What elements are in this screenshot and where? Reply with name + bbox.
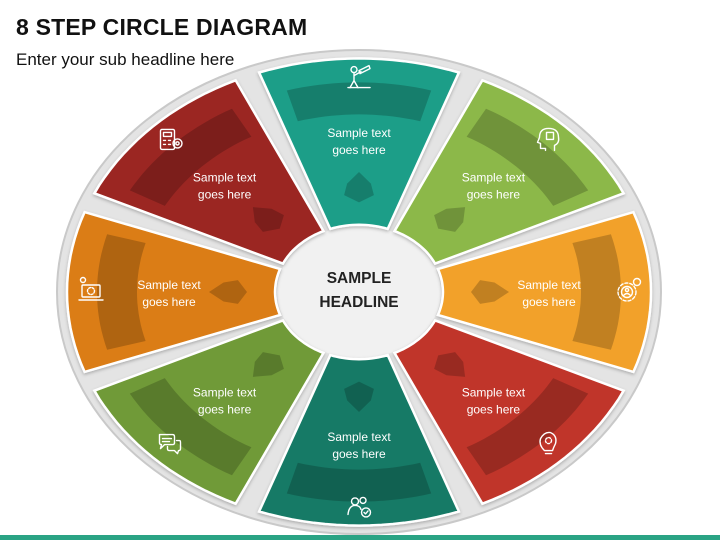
step-3-arc-band [572, 234, 621, 350]
step-2: Sample text goes here [392, 78, 626, 266]
head-chip-icon [536, 127, 560, 152]
gear-people-icon [617, 277, 642, 302]
step-3-arrow [471, 280, 509, 304]
step-4-arc-band [466, 378, 589, 476]
step-7-text-line2: goes here [142, 295, 196, 309]
step-7-arc-band [97, 234, 146, 350]
step-2-wedge [392, 78, 626, 266]
step-6-text-line1: Sample text [193, 386, 257, 400]
step-8-wedge [92, 78, 326, 266]
center-headline-line2: HEADLINE [319, 294, 398, 311]
step-4-text-line2: goes here [467, 403, 521, 417]
step-5: Sample text goes here [257, 353, 461, 527]
step-7-wedge [65, 210, 282, 374]
step-1-text-line2: goes here [332, 143, 386, 157]
step-1-wedge [257, 57, 461, 231]
center-headline-line1: SAMPLE [327, 270, 392, 287]
person-telescope-icon [347, 64, 371, 89]
step-4-text-line1: Sample text [462, 386, 526, 400]
step-6-text-line2: goes here [198, 403, 252, 417]
step-3-text-line2: goes here [522, 295, 576, 309]
step-7-arrow [209, 280, 247, 304]
step-8: Sample text goes here [92, 78, 326, 266]
step-2-text-line2: goes here [467, 188, 521, 202]
step-4-wedge [392, 318, 626, 506]
step-6-arc-band [129, 378, 252, 476]
step-1-arc-band [286, 82, 432, 122]
step-3: Sample text goes here [436, 210, 653, 374]
step-7-text-line1: Sample text [137, 278, 201, 292]
page-title: 8 STEP CIRCLE DIAGRAM [16, 14, 308, 40]
users-check-icon [347, 496, 372, 518]
step-1: Sample text goes here [257, 57, 461, 231]
step-4: Sample text goes here [392, 318, 626, 506]
step-5-wedge [257, 353, 461, 527]
center-disc [277, 226, 441, 358]
page-subtitle: Enter your sub headline here [16, 50, 235, 69]
step-3-text-line1: Sample text [517, 278, 581, 292]
step-2-arc-band [466, 108, 589, 206]
lightbulb-gear-icon [539, 431, 557, 455]
calculator-icon [159, 128, 183, 151]
step-5-arc-band [286, 462, 432, 502]
step-8-text-line2: goes here [198, 188, 252, 202]
step-2-text-line1: Sample text [462, 171, 526, 185]
step-8-arc-band [129, 108, 252, 206]
step-6: Sample text goes here [92, 318, 326, 506]
step-6-arrow [252, 352, 284, 377]
bottom-accent-bar [0, 535, 720, 540]
step-6-wedge [92, 318, 326, 506]
step-1-text-line1: Sample text [327, 126, 391, 140]
laptop-gear-icon [78, 276, 104, 301]
step-4-arrow [434, 352, 466, 377]
step-7: Sample text goes here [65, 210, 282, 374]
step-2-arrow [434, 207, 466, 232]
step-8-text-line1: Sample text [193, 171, 257, 185]
step-1-arrow [344, 172, 374, 203]
step-5-text-line2: goes here [332, 447, 386, 461]
step-3-wedge [436, 210, 653, 374]
chat-bubbles-icon [158, 433, 182, 455]
step-5-text-line1: Sample text [327, 430, 391, 444]
step-5-arrow [344, 381, 374, 412]
step-8-arrow [252, 207, 284, 232]
